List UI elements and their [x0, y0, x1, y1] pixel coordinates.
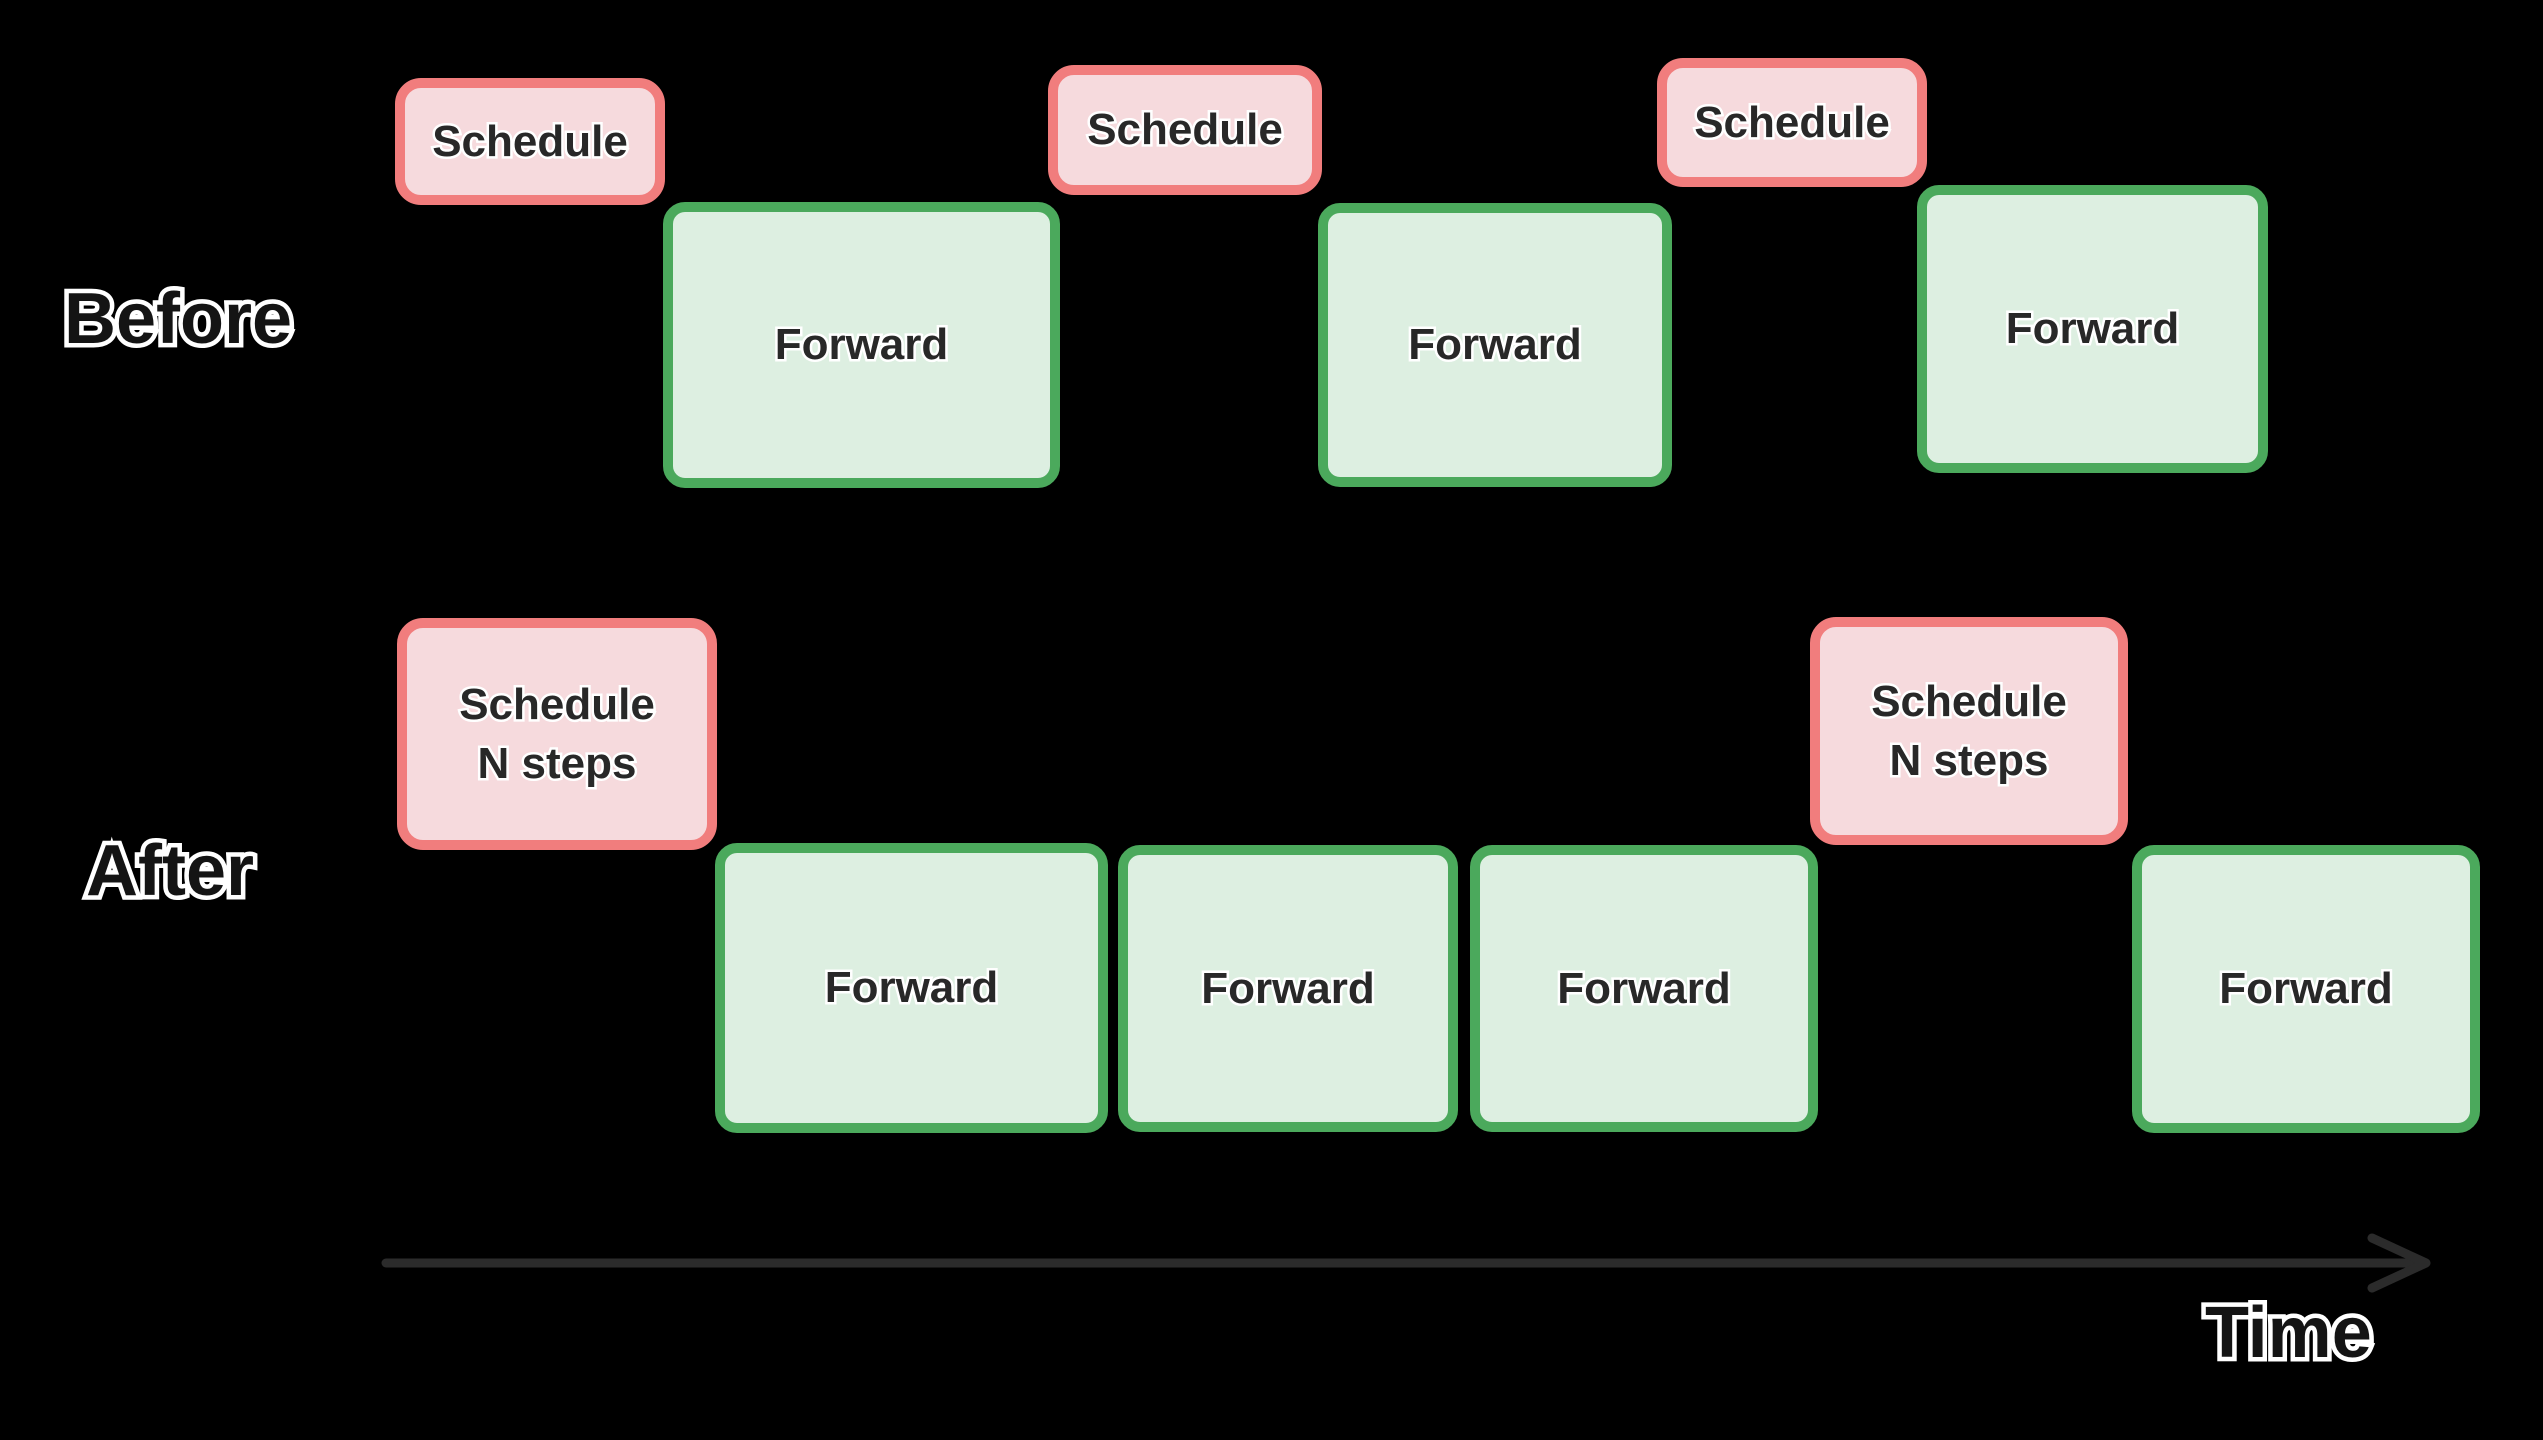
schedule-n-steps-block: Schedule N steps: [1810, 617, 2128, 845]
block-label: Schedule N steps: [459, 675, 655, 794]
forward-block: Forward: [1118, 845, 1458, 1132]
block-label: Forward: [1557, 959, 1731, 1019]
row-label-after: After: [86, 835, 254, 907]
time-axis-arrow-icon: [381, 1233, 2431, 1293]
forward-block: Forward: [1470, 845, 1818, 1132]
forward-block: Forward: [1917, 185, 2268, 473]
block-label: Forward: [825, 958, 999, 1018]
forward-block: Forward: [715, 843, 1108, 1133]
schedule-block: Schedule: [1048, 65, 1322, 195]
forward-block: Forward: [2132, 845, 2480, 1133]
block-label: Forward: [2006, 299, 2180, 359]
row-label-before: Before: [64, 283, 292, 355]
forward-block: Forward: [663, 202, 1060, 488]
schedule-n-steps-block: Schedule N steps: [397, 618, 717, 850]
block-label: Forward: [1408, 315, 1582, 375]
block-label: Schedule: [1694, 93, 1890, 153]
block-label: Forward: [1201, 959, 1375, 1019]
time-axis-label: Time: [2205, 1297, 2372, 1369]
block-label: Schedule: [1087, 100, 1283, 160]
schedule-block: Schedule: [1657, 58, 1927, 187]
block-label: Schedule: [432, 112, 628, 172]
forward-block: Forward: [1318, 203, 1672, 487]
block-label: Schedule N steps: [1871, 672, 2067, 791]
block-label: Forward: [775, 315, 949, 375]
schedule-block: Schedule: [395, 78, 665, 205]
block-label: Forward: [2219, 959, 2393, 1019]
